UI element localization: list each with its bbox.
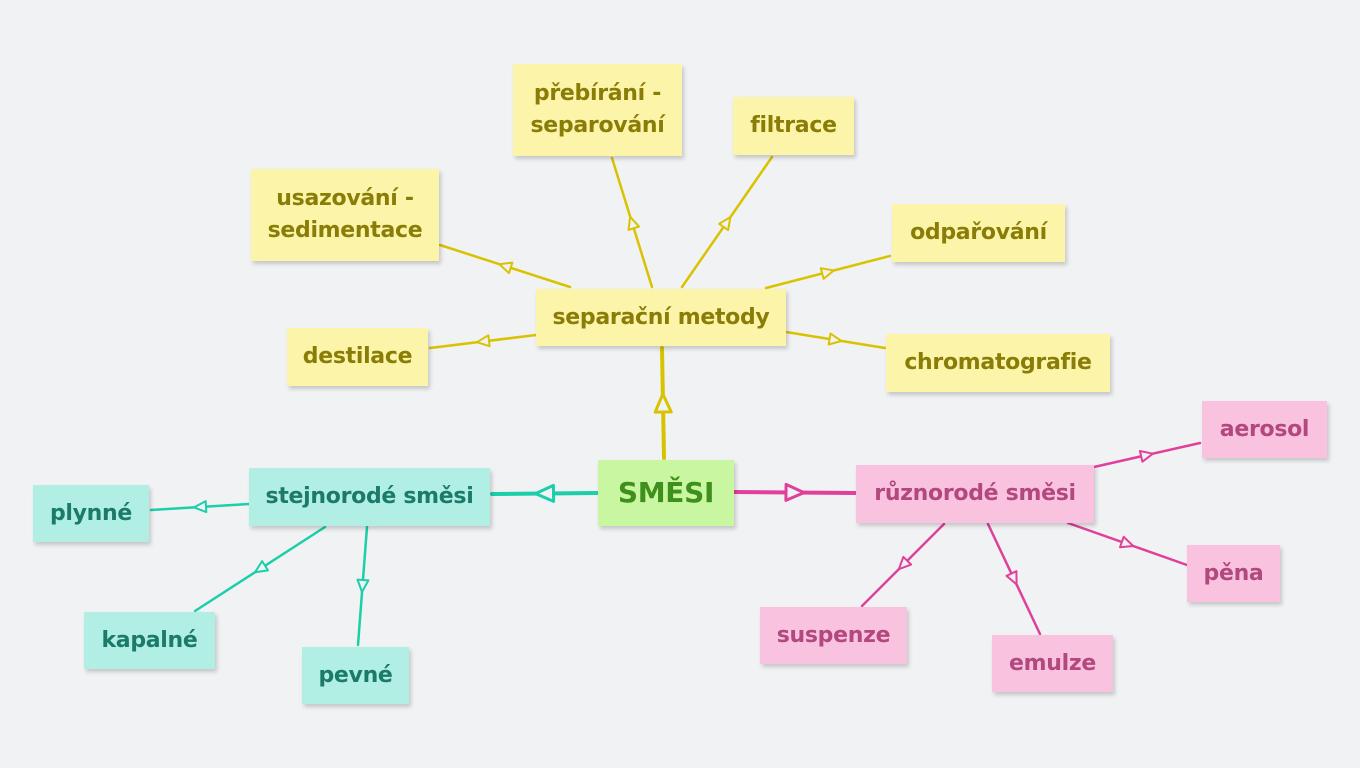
edge-heter-aerosol bbox=[1092, 441, 1202, 469]
sorting-node[interactable]: přebírání - separování bbox=[513, 64, 682, 156]
arrowhead-icon bbox=[827, 332, 843, 346]
arrowhead-icon bbox=[1119, 535, 1135, 549]
heterogeneous-mixtures-node[interactable]: různorodé směsi bbox=[856, 465, 1094, 523]
edge-root-heterogeneous bbox=[733, 482, 857, 502]
arrowhead-icon bbox=[1005, 570, 1018, 586]
arrowhead-icon bbox=[534, 483, 556, 503]
emulsion-node[interactable]: emulze bbox=[992, 635, 1113, 692]
edge-heter-foam bbox=[1066, 521, 1189, 567]
edge-root-separation bbox=[653, 346, 673, 460]
suspension-node[interactable]: suspenze bbox=[760, 607, 907, 664]
separation-methods-node[interactable]: separační metody bbox=[536, 289, 786, 346]
edge-homog-gaseous bbox=[149, 500, 251, 514]
edge-sep-evaporation bbox=[764, 254, 892, 290]
root-node[interactable]: SMĚSI bbox=[598, 460, 734, 526]
edge-sep-filtration bbox=[680, 155, 774, 289]
edge-homog-liquid bbox=[193, 525, 327, 613]
evaporation-node[interactable]: odpařování bbox=[892, 204, 1065, 262]
liquid-node[interactable]: kapalné bbox=[84, 612, 215, 669]
arrowhead-icon bbox=[356, 578, 370, 593]
arrowhead-icon bbox=[784, 482, 806, 502]
arrowhead-icon bbox=[627, 215, 640, 231]
foam-node[interactable]: pěna bbox=[1187, 545, 1280, 602]
filtration-node[interactable]: filtrace bbox=[733, 97, 854, 155]
arrowhead-icon bbox=[498, 261, 514, 275]
homogeneous-mixtures-node[interactable]: stejnorodé směsi bbox=[249, 468, 490, 526]
sedimentation-node[interactable]: usazování - sedimentace bbox=[251, 169, 439, 261]
edge-heter-emulsion bbox=[986, 522, 1042, 636]
arrowhead-icon bbox=[476, 334, 491, 348]
gaseous-node[interactable]: plynné bbox=[33, 485, 149, 542]
edge-sep-sorting bbox=[610, 156, 654, 289]
edge-root-homogeneous bbox=[490, 483, 599, 503]
chromatography-node[interactable]: chromatografie bbox=[886, 334, 1110, 392]
distillation-node[interactable]: destilace bbox=[287, 328, 428, 386]
edge-homog-solid bbox=[356, 525, 370, 647]
solid-node[interactable]: pevné bbox=[302, 647, 409, 704]
arrowhead-icon bbox=[193, 500, 208, 514]
aerosol-node[interactable]: aerosol bbox=[1202, 401, 1327, 458]
arrowhead-icon bbox=[819, 267, 835, 280]
edge-sep-distillation bbox=[428, 333, 538, 350]
arrowhead-icon bbox=[897, 555, 913, 571]
arrowhead-icon bbox=[254, 560, 269, 574]
edge-heter-suspension bbox=[860, 522, 946, 608]
edge-sep-sedimentation bbox=[438, 243, 572, 289]
edge-sep-chromatography bbox=[784, 330, 887, 350]
arrowhead-icon bbox=[1138, 450, 1154, 463]
arrowhead-icon bbox=[653, 392, 673, 414]
arrowhead-icon bbox=[718, 216, 732, 232]
